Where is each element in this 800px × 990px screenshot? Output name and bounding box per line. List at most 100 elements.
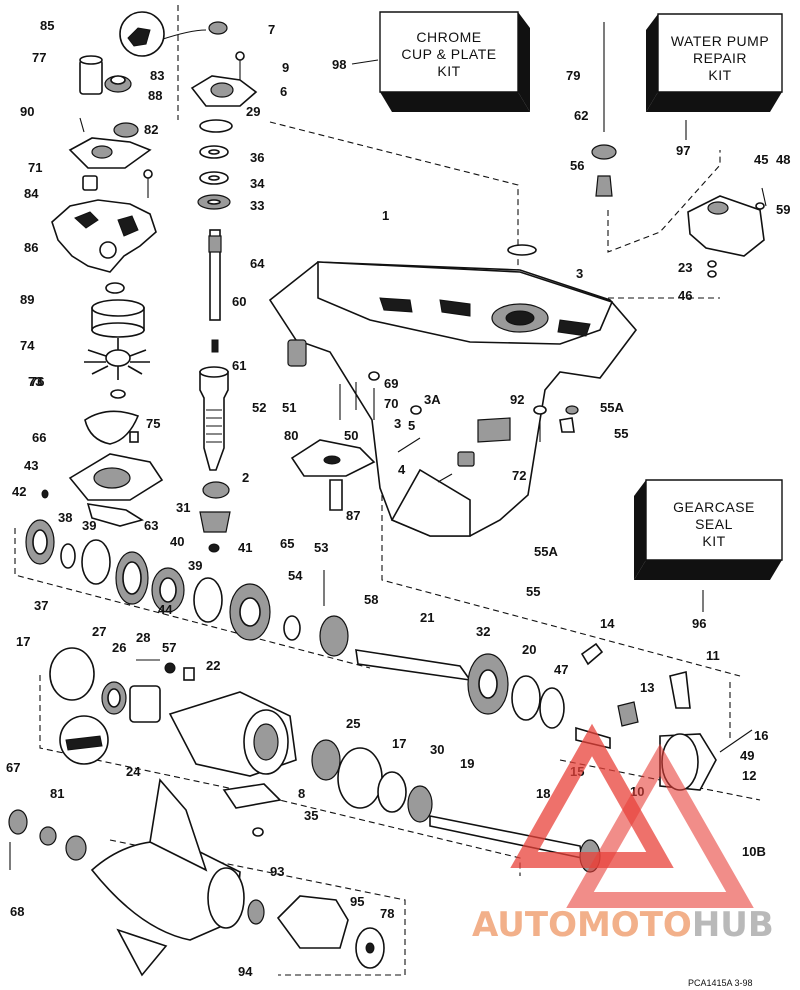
callout-label: 55 [526,584,540,599]
callout-label: 87 [346,508,360,523]
callout-label: 27 [92,624,106,639]
kit-label-line: SEAL [695,516,733,532]
callout-label: 50 [344,428,358,443]
callout-label: 55 [614,426,628,441]
callout-label: 21 [420,610,434,625]
callout-label: 14 [600,616,615,631]
callout-label: 55A [600,400,624,415]
callout-label: 56 [570,158,584,173]
callout-label: 42 [12,484,26,499]
kit-label-line: KIT [702,533,725,549]
callout-label: 94 [238,964,253,979]
callout-label: 49 [740,748,754,763]
callout-label: 67 [6,760,20,775]
callout-label: 61 [232,358,246,373]
callout-label: 28 [136,630,150,645]
callout-label: 96 [692,616,706,631]
callout-label: 37 [34,598,48,613]
callout-label: 2 [242,470,249,485]
callout-label: 58 [364,592,378,607]
callout-label: 22 [206,658,220,673]
callout-label: 60 [232,294,246,309]
callout-label: 18 [536,786,550,801]
callout-label: 20 [522,642,536,657]
callout-label: 97 [676,143,690,158]
callout-label: 66 [32,430,46,445]
callout-label: 17 [392,736,406,751]
callout-label: 4 [398,462,406,477]
callout-label: 68 [10,904,24,919]
callout-label: 90 [20,104,34,119]
kit-label-line: CHROME [416,29,481,45]
callout-label: 35 [304,808,318,823]
callout-label: 6 [280,84,287,99]
callout-label: 19 [460,756,474,771]
callout-label: 69 [384,376,398,391]
callout-label: 78 [380,906,394,921]
propeller-parts [8,778,385,977]
kit-label-line: CUP & PLATE [401,46,496,62]
callout-label: 8 [298,786,305,801]
kit-label-line: GEARCASE [673,499,755,515]
callout-label: 41 [238,540,252,555]
callout-label: 38 [58,510,72,525]
kit-label-line: KIT [708,67,731,83]
callout-label: 86 [24,240,38,255]
callout-label: 70 [384,396,398,411]
callout-label: 5 [408,418,415,433]
callout-label: 1 [382,208,389,223]
watermark-text: AUTOMOTOHUB [472,905,774,945]
callout-label: 36 [250,150,264,165]
watermark-logo: AUTOMOTOHUB [472,723,774,945]
callout-label: 63 [144,518,158,533]
callout-label: 81 [50,786,64,801]
callout-label: 80 [284,428,298,443]
callout-label: 71 [28,160,42,175]
callout-label: 34 [250,176,265,191]
detail-inset-circles [59,11,165,765]
callout-label: 75 [146,416,160,431]
callout-label: 93 [270,864,284,879]
kit-label-line: WATER PUMP [671,33,769,49]
chrome-cup-plate-kit-box: CHROME CUP & PLATE KIT [379,11,530,112]
callout-label: 92 [510,392,524,407]
callout-label: 32 [476,624,490,639]
callout-label: 25 [346,716,360,731]
callout-label: 31 [176,500,190,515]
callout-label: 52 [252,400,266,415]
callout-label: 12 [742,768,756,783]
callout-label: 89 [20,292,34,307]
callout-label: 73 [28,374,42,389]
kit-label-line: REPAIR [693,50,747,66]
kit-label-line: KIT [437,63,460,79]
callout-label: 47 [554,662,568,677]
callout-label: 55A [534,544,558,559]
callout-label: 48 [776,152,790,167]
callout-label: 45 [754,152,768,167]
callout-label: 29 [246,104,260,119]
gearcase-housing [268,261,638,537]
housing-small-parts [287,339,579,511]
callout-label: 72 [512,468,526,483]
callout-label: 43 [24,458,38,473]
callout-label: 88 [148,88,162,103]
callout-label: 39 [188,558,202,573]
callout-label: 26 [112,640,126,655]
callout-label: 76 [30,374,44,389]
callout-label: 65 [280,536,294,551]
callout-label: 85 [40,18,54,33]
callout-label: 3 [394,416,401,431]
callout-label: 62 [574,108,588,123]
upper-right-parts [507,22,767,278]
callout-label: 24 [126,764,141,779]
bearing-carrier-parts [49,647,753,873]
callout-label: 30 [430,742,444,757]
callout-label: 44 [158,602,173,617]
callout-label: 82 [144,122,158,137]
callout-label: 39 [82,518,96,533]
callout-label: 16 [754,728,768,743]
callout-label: 79 [566,68,580,83]
callout-label: 74 [20,338,35,353]
callout-label: 10B [742,844,766,859]
